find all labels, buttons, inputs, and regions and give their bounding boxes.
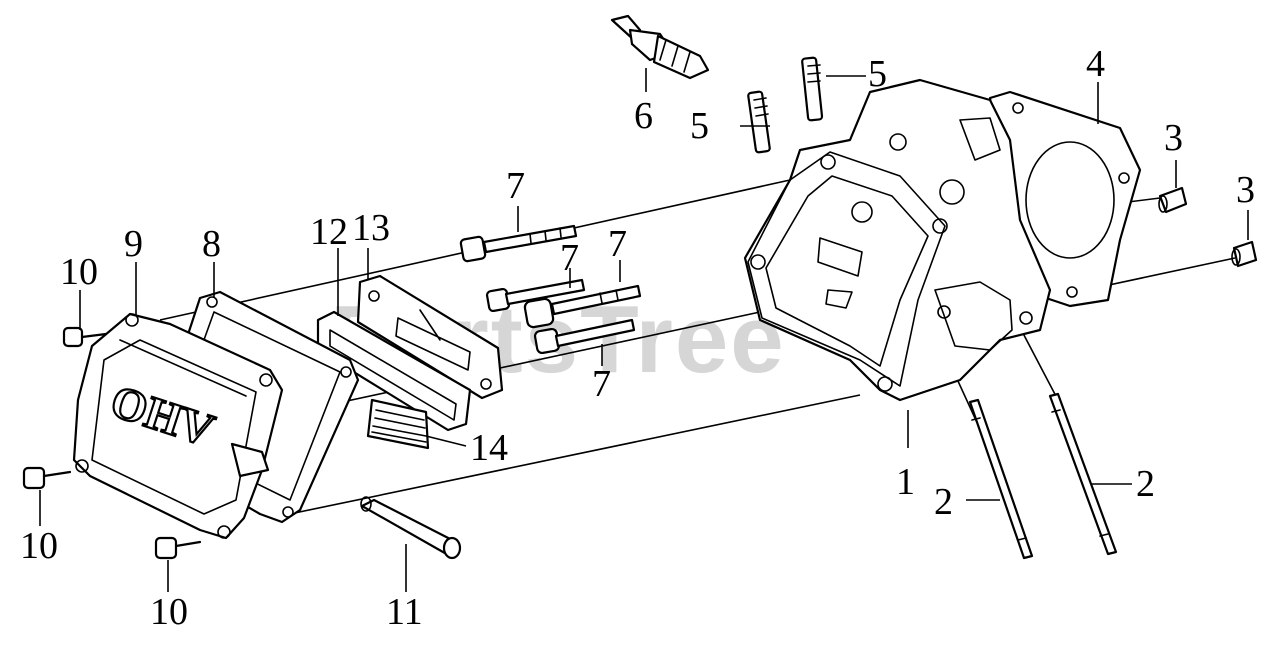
callout-7-top: 7 [506, 165, 525, 207]
callout-7-middle-a: 7 [560, 237, 579, 279]
callout-10-lower: 10 [150, 591, 188, 633]
callout-11: 11 [386, 591, 423, 633]
callout-13: 13 [352, 207, 390, 249]
callout-2-right: 2 [1136, 463, 1155, 505]
callout-4: 4 [1086, 43, 1105, 85]
head-bolt-middle-b[interactable] [523, 284, 642, 329]
callout-leaders [39, 68, 1249, 592]
callout-14: 14 [470, 427, 508, 469]
callout-10-left: 10 [20, 525, 58, 567]
cylinder-head[interactable] [743, 78, 1052, 402]
cylinder-head-stud-top[interactable] [801, 56, 824, 122]
breather-tube[interactable] [360, 496, 462, 560]
cylinder-head-stud-left[interactable] [747, 90, 771, 154]
callout-10-upper: 10 [60, 251, 98, 293]
callout-3-lower: 3 [1236, 169, 1255, 211]
callout-2-left: 2 [934, 481, 953, 523]
callout-6: 6 [634, 95, 653, 137]
push-rod-right[interactable] [1048, 392, 1118, 556]
breather-plate[interactable] [356, 274, 504, 400]
callout-12: 12 [310, 211, 348, 253]
callout-labels: 1 2 2 3 3 4 5 5 6 7 7 7 7 8 9 10 10 10 1… [20, 43, 1255, 633]
dowel-pin-upper[interactable] [1158, 186, 1188, 214]
cover-bolt-upper[interactable] [62, 326, 108, 348]
callout-9: 9 [124, 223, 143, 265]
callout-8: 8 [202, 223, 221, 265]
callout-5-left: 5 [690, 105, 709, 147]
head-bolt-middle-a[interactable] [485, 278, 586, 313]
push-rod-left[interactable] [968, 398, 1034, 560]
callout-7-middle-b: 7 [608, 223, 627, 265]
head-bolt-top[interactable] [459, 224, 578, 263]
breather-filter[interactable] [366, 398, 430, 450]
head-bolt-lower[interactable] [533, 318, 636, 355]
callout-3-upper: 3 [1164, 117, 1183, 159]
valve-cover[interactable]: OHV [72, 312, 284, 540]
callout-7-lower: 7 [592, 363, 611, 405]
spark-plug[interactable] [610, 14, 710, 80]
cover-bolt-lower[interactable] [154, 536, 202, 560]
cover-bolt-left[interactable] [22, 466, 72, 490]
callout-1: 1 [896, 461, 915, 503]
callout-5-top: 5 [868, 53, 887, 95]
dowel-pin-lower[interactable] [1231, 240, 1258, 268]
